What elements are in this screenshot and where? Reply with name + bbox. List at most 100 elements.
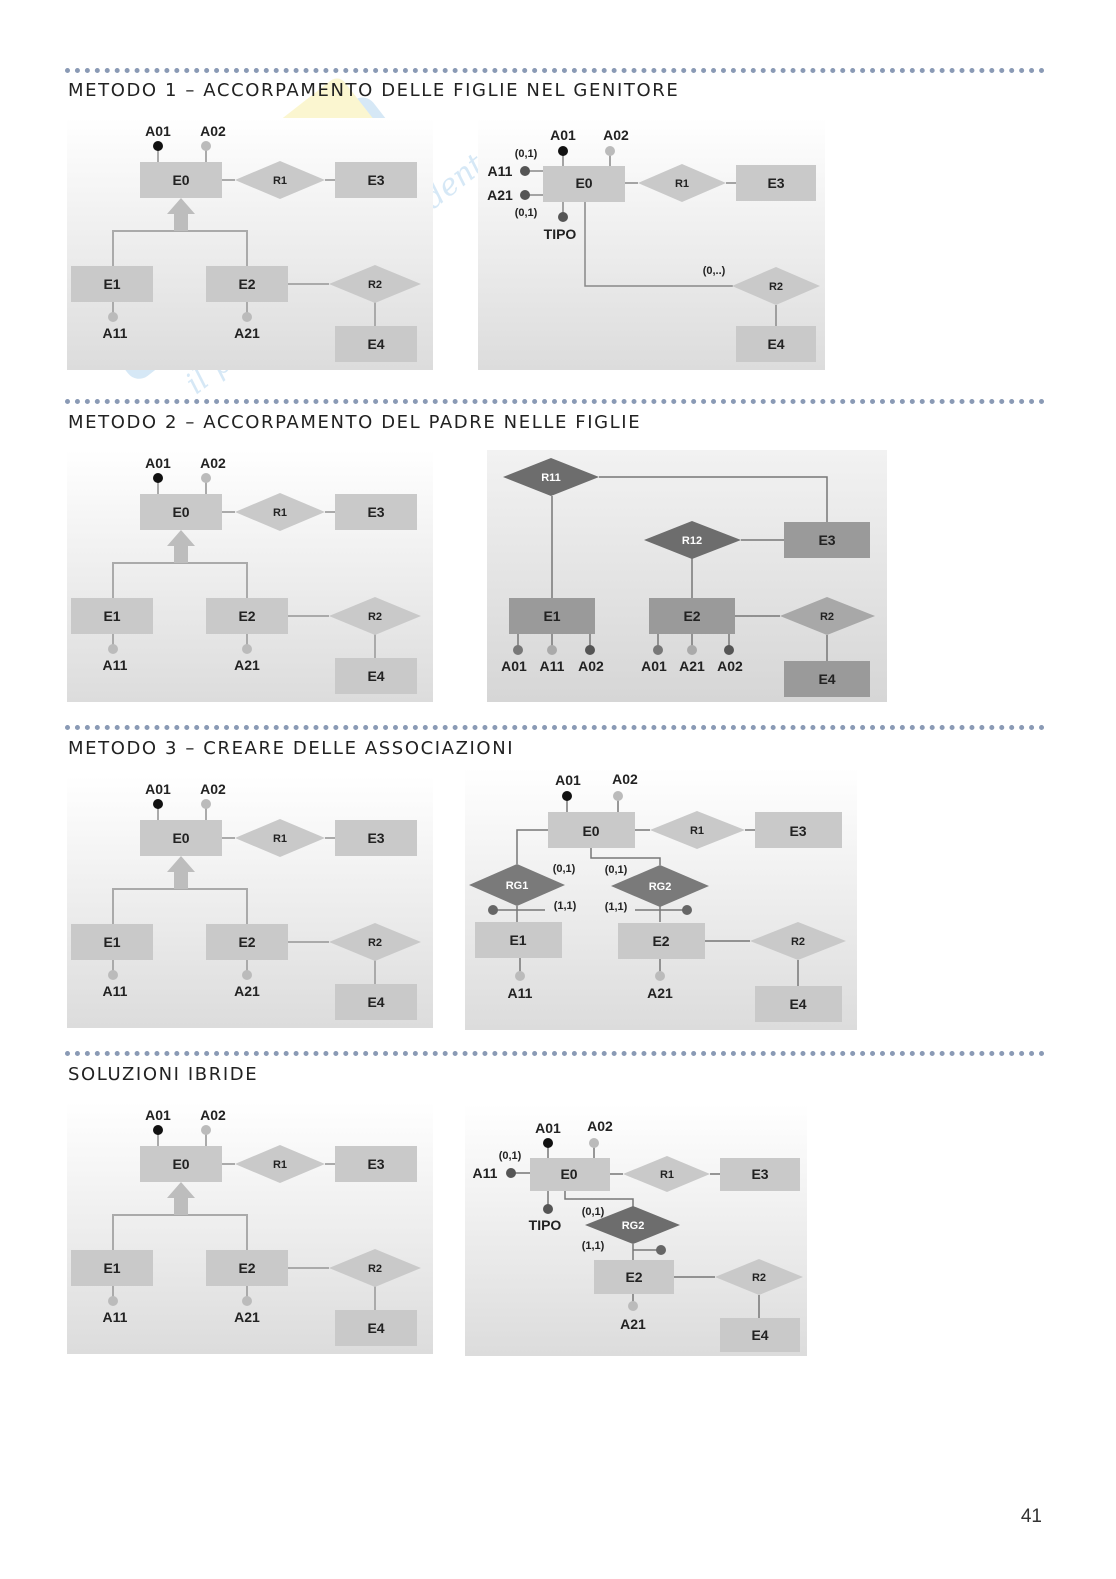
label-e4: E4: [367, 1320, 384, 1336]
label-r2: R2: [769, 281, 783, 293]
label-e1: E1: [103, 1260, 120, 1276]
er-diagram-m2: R11 R12 E3 E1 E2 R2 E4 A01 A11 A02 A01 A…: [487, 450, 887, 702]
label-a01: A01: [145, 455, 171, 471]
label-e0: E0: [560, 1166, 577, 1182]
relationship-r11: [503, 458, 599, 496]
entity-e4: [335, 326, 417, 362]
entity-e3: [736, 165, 816, 201]
page-number: 41: [1020, 1506, 1042, 1527]
diagram-hybrid-result: A01 A02 (0,1) A11 E0 R1 E3 TIPO (0,1) RG…: [465, 1104, 807, 1356]
label-e0: E0: [172, 172, 189, 188]
label-a11: A11: [508, 985, 533, 1001]
attribute-dot-a01: [558, 146, 568, 156]
label-r2: R2: [820, 611, 834, 623]
entity-e0: [548, 812, 635, 848]
label-a02: A02: [578, 658, 604, 674]
label-r1: R1: [273, 507, 287, 519]
entity-e1: [475, 922, 562, 958]
label-rg2: RG2: [649, 881, 672, 893]
label-cardinality: (1,1): [605, 901, 628, 913]
label-a21: A21: [620, 1316, 646, 1332]
label-e2: E2: [238, 1260, 255, 1276]
label-e0: E0: [575, 175, 592, 191]
label-e4: E4: [789, 996, 806, 1012]
attribute-dot-a01: [153, 141, 163, 151]
label-e3: E3: [367, 504, 384, 520]
label-e4: E4: [767, 336, 784, 352]
label-a11: A11: [540, 658, 565, 674]
label-e3: E3: [367, 830, 384, 846]
relationship-r2: [329, 597, 421, 635]
entity-e0: [140, 1146, 222, 1182]
label-r1: R1: [273, 175, 287, 187]
label-e4: E4: [367, 336, 384, 352]
attribute-dot-a01: [153, 1125, 163, 1135]
label-r1: R1: [273, 833, 287, 845]
label-e2: E2: [238, 276, 255, 292]
label-a01: A01: [535, 1120, 561, 1136]
section-separator: [65, 1051, 1045, 1056]
label-a01: A01: [501, 658, 527, 674]
label-e3: E3: [367, 1156, 384, 1172]
label-e1: E1: [543, 608, 560, 624]
attribute-dot-a02: [201, 799, 211, 809]
label-a21: A21: [487, 187, 513, 203]
relationship-r1: [235, 161, 325, 199]
attribute-dot-a21: [242, 1296, 252, 1306]
label-cardinality: (0,1): [582, 1206, 605, 1218]
entity-e3: [784, 522, 870, 558]
label-e3: E3: [789, 823, 806, 839]
label-r2: R2: [368, 937, 382, 949]
entity-e0: [543, 166, 625, 202]
entity-e4: [736, 326, 816, 362]
relationship-r1: [623, 1156, 710, 1192]
attribute-dot-a11: [108, 1296, 118, 1306]
diagram-base-m2: A01 A02 E0 R1 E3 E1 E2 R2 E4 A11 A21: [67, 450, 433, 702]
label-a11: A11: [473, 1165, 498, 1181]
entity-e2: [594, 1260, 674, 1294]
entity-e0: [530, 1158, 610, 1191]
relationship-r1: [235, 493, 325, 531]
attribute-dot-a21: [628, 1301, 638, 1311]
attribute-dot-a11: [520, 166, 530, 176]
entity-e0: [140, 162, 222, 198]
attribute-dot-a01: [543, 1138, 553, 1148]
entity-e2: [206, 266, 288, 302]
entity-e4: [784, 661, 870, 697]
generalization-arrow: [167, 530, 195, 563]
entity-e4: [720, 1318, 800, 1352]
identifier-dot: [488, 905, 498, 915]
label-r1: R1: [690, 825, 704, 837]
label-a21: A21: [234, 1309, 260, 1325]
label-r2: R2: [368, 611, 382, 623]
label-a01: A01: [145, 781, 171, 797]
label-r11: R11: [541, 472, 561, 484]
label-e0: E0: [582, 823, 599, 839]
label-rg1: RG1: [506, 880, 529, 892]
label-tipo: TIPO: [544, 226, 577, 242]
entity-e2: [649, 598, 735, 634]
label-e4: E4: [818, 671, 835, 687]
diagram-m1-result: A01 A02 (0,1) A11 A21 (0,1) TIPO E0 R1 E…: [478, 118, 825, 370]
generalization-arrow: [167, 198, 195, 231]
section-separator: [65, 399, 1045, 404]
relationship-r1: [235, 1145, 325, 1183]
label-e1: E1: [103, 276, 120, 292]
label-r1: R1: [675, 178, 689, 190]
er-diagram-base: A01 A02 E0 R1 E3 E1 E2 R2 E4 A11 A21: [67, 118, 433, 370]
label-r1: R1: [660, 1169, 674, 1181]
section-separator: [65, 725, 1045, 730]
label-a02: A02: [200, 1107, 226, 1123]
label-rg2: RG2: [622, 1220, 645, 1232]
entity-e3: [755, 812, 842, 848]
er-diagram-base: A01 A02 E0 R1 E3 E1 E2 R2 E4 A11 A21: [67, 450, 433, 702]
relationship-r2: [329, 265, 421, 303]
label-cardinality: (0,1): [515, 207, 538, 219]
relationship-rg1: [469, 864, 565, 906]
label-e4: E4: [367, 994, 384, 1010]
label-r2: R2: [368, 279, 382, 291]
entity-e1: [71, 924, 153, 960]
label-e0: E0: [172, 1156, 189, 1172]
relationship-r1: [638, 164, 726, 202]
label-a11: A11: [103, 325, 128, 341]
